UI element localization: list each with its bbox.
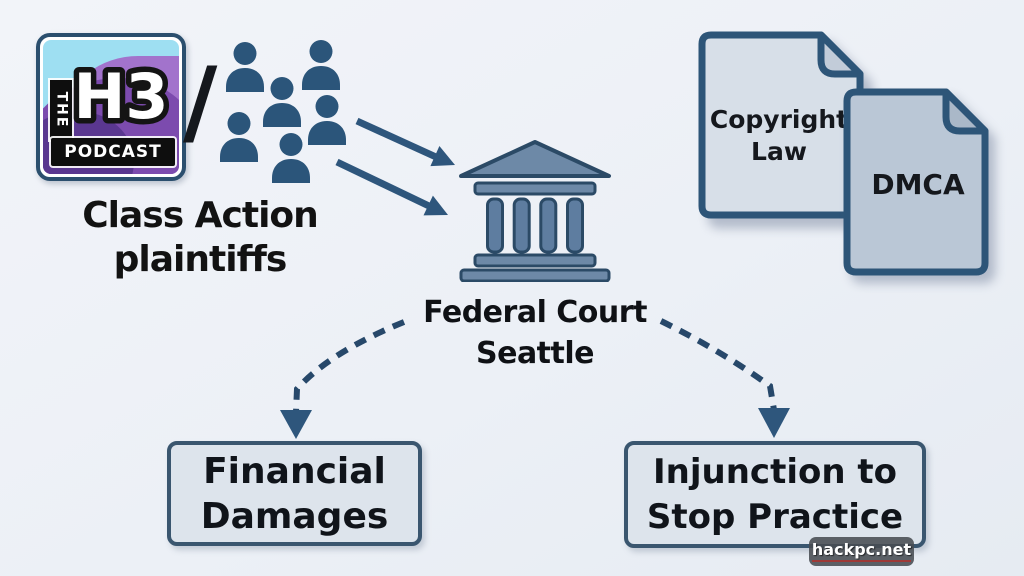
watermark-badge: hackpc.net — [809, 537, 914, 566]
court-label-line2: Seattle — [475, 336, 595, 371]
copyright-law-document: Copyright Law — [698, 31, 864, 219]
person-icon — [272, 133, 310, 183]
person-icon — [302, 40, 340, 90]
watermark-text: hackpc.net — [811, 540, 912, 562]
folded-corner-icon — [817, 31, 864, 78]
logo-podcast-label: PODCAST — [51, 138, 175, 166]
svg-text:Copyright: Copyright — [710, 105, 848, 134]
financial-damages-box: Financial Damages — [167, 441, 422, 546]
person-icon — [308, 95, 346, 145]
dmca-document: DMCA — [843, 88, 989, 276]
injunction-line1: Injunction to — [653, 451, 897, 492]
person-icon — [220, 112, 258, 162]
logo-the-label: THE — [50, 80, 72, 140]
person-icon — [263, 77, 301, 127]
svg-text:DMCA: DMCA — [871, 168, 965, 201]
court-label: Federal Court Seattle — [385, 292, 685, 374]
injunction-box: Injunction to Stop Practice — [624, 441, 926, 548]
injunction-line2: Stop Practice — [646, 496, 904, 537]
h3-podcast-logo: THE H3 PODCAST — [36, 33, 186, 181]
financial-damages-line1: Financial — [203, 450, 386, 492]
svg-text:Law: Law — [751, 137, 807, 166]
plaintiffs-label-line1: Class Action — [82, 195, 319, 236]
svg-text:H3: H3 — [73, 60, 168, 133]
logo-podcast-text: PODCAST — [64, 142, 162, 162]
logo-h3-text: H3 — [68, 56, 174, 136]
person-icon — [226, 42, 264, 92]
financial-damages-line2: Damages — [200, 495, 389, 537]
plaintiffs-label: Class Action plaintiffs — [40, 194, 360, 282]
courthouse-icon — [459, 140, 611, 282]
arrow-right-icon — [355, 117, 455, 167]
folded-corner-icon — [942, 88, 989, 135]
plaintiffs-label-line2: plaintiffs — [113, 239, 288, 280]
slash-separator: / — [183, 48, 218, 157]
h3-logo-artwork: THE H3 PODCAST — [43, 40, 179, 174]
court-label-line1: Federal Court — [423, 295, 647, 330]
